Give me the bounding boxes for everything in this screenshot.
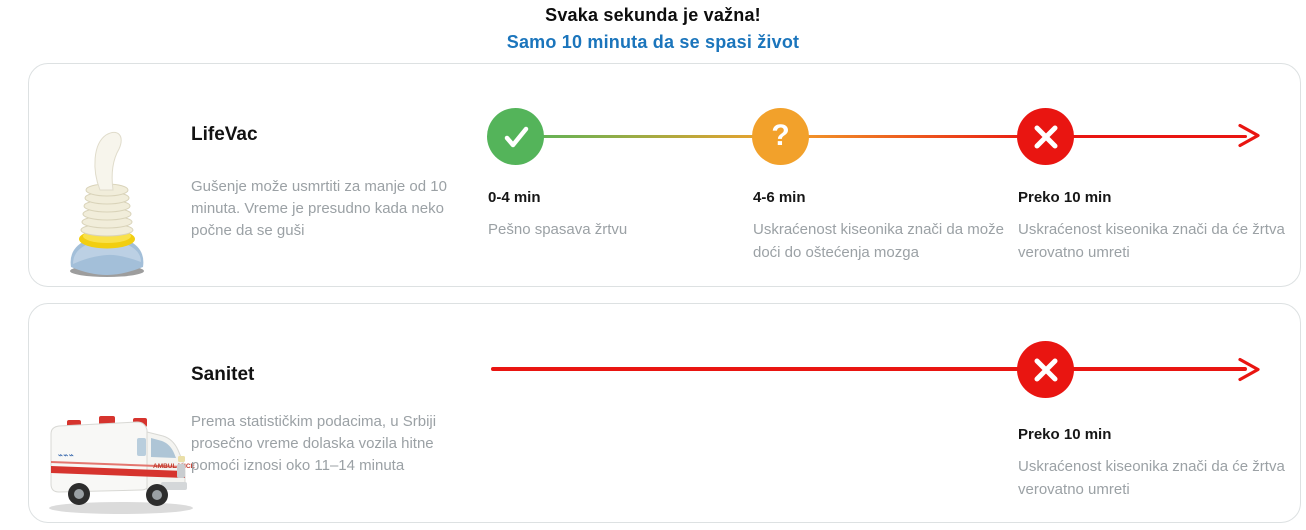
card-title: LifeVac xyxy=(191,124,258,145)
milestone-time: Preko 10 min xyxy=(1018,426,1112,443)
ambulance-image: ⌁⌁⌁ AMBULANCE xyxy=(41,408,201,518)
page-title: Svaka sekunda je važna! xyxy=(545,5,761,25)
cross-circle-icon xyxy=(1017,341,1074,398)
milestone-time: Preko 10 min xyxy=(1018,189,1112,206)
cross-icon xyxy=(1034,125,1057,148)
lifevac-device-illustration xyxy=(70,131,144,277)
timeline-red-line xyxy=(491,367,1247,371)
card-description: Gušenje može usmrtiti za manje od 10 min… xyxy=(191,178,447,239)
ambulance-side-text: ⌁⌁⌁ xyxy=(57,450,74,460)
check-icon xyxy=(504,126,528,147)
card-title: Sanitet xyxy=(191,364,255,385)
timeline-gradient-line xyxy=(516,135,1247,138)
milestone-text: Uskraćenost kiseonika znači da može doći… xyxy=(753,221,1004,261)
arrow-right-icon xyxy=(1238,123,1260,148)
card-lifevac: LifeVac Gušenje može usmrtiti za manje o… xyxy=(28,63,1301,287)
check-circle-icon xyxy=(487,108,544,165)
card-description: Prema statističkim podacima, u Srbiji pr… xyxy=(191,413,437,474)
cross-circle-icon xyxy=(1017,108,1074,165)
ambulance-label: AMBULANCE xyxy=(153,463,196,470)
ambulance-illustration: ⌁⌁⌁ AMBULANCE xyxy=(49,416,196,514)
header: Svaka sekunda je važna! Samo 10 minuta d… xyxy=(0,0,1306,53)
milestone-text: Uskraćenost kiseonika znači da će žrtva … xyxy=(1018,458,1285,498)
card-sanitet: ⌁⌁⌁ AMBULANCE Sanitet Prema statističkim… xyxy=(28,303,1301,523)
arrow-right-icon xyxy=(1238,357,1260,382)
question-icon: ? xyxy=(771,118,790,152)
page-subtitle: Samo 10 minuta da se spasi život xyxy=(506,32,800,52)
milestone-time: 0-4 min xyxy=(488,189,541,206)
milestone-text: Uskraćenost kiseonika znači da će žrtva … xyxy=(1018,221,1285,261)
lifevac-device-image xyxy=(59,128,155,280)
question-circle-icon: ? xyxy=(752,108,809,165)
milestone-time: 4-6 min xyxy=(753,189,806,206)
cross-icon xyxy=(1034,358,1057,381)
milestone-text: Pešno spasava žrtvu xyxy=(488,221,628,238)
